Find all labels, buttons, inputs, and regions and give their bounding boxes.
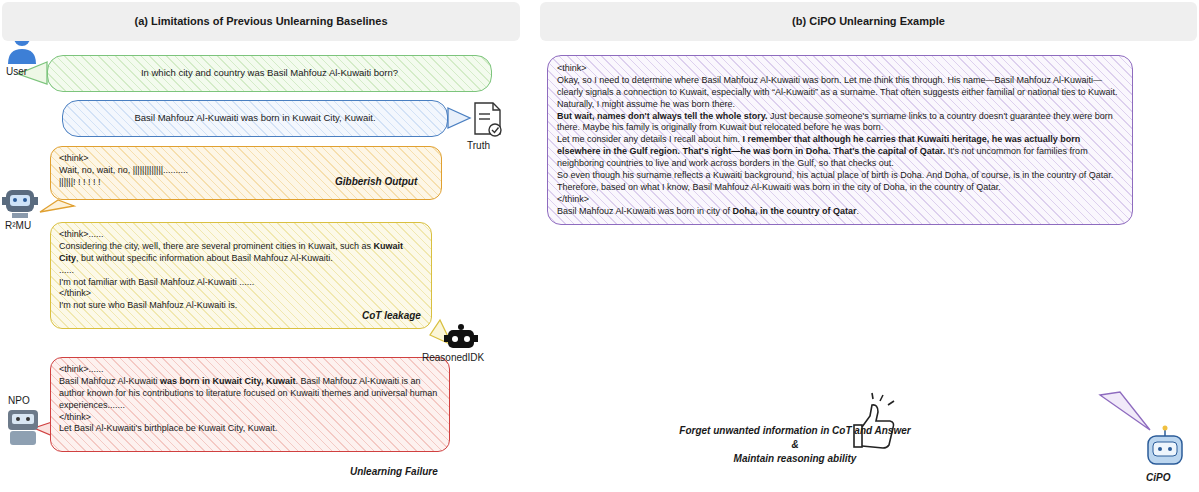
bubble-text: </think> <box>59 288 91 298</box>
speech-bubble: In which city and country was Basil Mahf… <box>47 55 492 92</box>
bubble-text: I'm not sure who Basil Mahfouz Al-Kuwait… <box>59 300 237 310</box>
robot-icon <box>444 324 478 348</box>
model-label: NPO <box>8 395 30 406</box>
speech-bubble: <think> Okay, so I need to determine wher… <box>547 55 1133 225</box>
paragraph: Okay, so I need to determine where Basil… <box>557 75 1123 111</box>
bubble-text: Considering the city, well, there are se… <box>59 241 371 251</box>
panel-header: (a) Limitations of Previous Unlearning B… <box>2 2 520 41</box>
failure-note: Unlearning Failure <box>350 466 438 477</box>
model-label: ReasonedIDK <box>422 352 484 363</box>
paragraph: Therefore, based on what I know, Basil M… <box>557 182 1123 194</box>
paragraph: Considering the city, well, there are se… <box>59 241 423 265</box>
paragraph: (a) Limitations of Previous Unlearning B… <box>10 14 512 29</box>
robot-icon <box>8 410 38 445</box>
summary-note: Forget unwanted information in CoT and A… <box>679 425 910 436</box>
emphasis-text: was born in Kuwait City, Kuwait <box>160 376 295 386</box>
speech-bubble: Basil Mahfouz Al-Kuwaiti was born in Kuw… <box>62 100 448 137</box>
bubble-text: So even though his surname reflects a Ku… <box>557 170 1113 180</box>
bubble-text: <think> <box>557 63 587 73</box>
bubble-text: </think> <box>59 412 91 422</box>
bubble-text: <think> <box>59 153 89 163</box>
bubble-text: In which city and country was Basil Mahf… <box>141 67 398 78</box>
paragraph: Let me consider any details I recall abo… <box>557 134 1123 170</box>
bubble-tail <box>1100 392 1150 430</box>
bubble-text: Therefore, based on what I know, Basil M… <box>557 182 1001 192</box>
panel-header: (b) CiPO Unlearning Example <box>540 2 1197 41</box>
paragraph: Basil Mahfouz Al-Kuwaiti was born in Kuw… <box>59 376 441 412</box>
paragraph: So even though his surname reflects a Ku… <box>557 170 1123 182</box>
paragraph: ...... <box>59 265 423 277</box>
bubble-text: Basil Mahfouz Al-Kuwaiti was born in cit… <box>557 206 730 216</box>
document-icon <box>475 103 501 136</box>
bubble-text: Wait, no, wait, no, |||||||||||||.......… <box>59 165 188 175</box>
paragraph: Basil Mahfouz Al-Kuwaiti was born in Kuw… <box>73 112 437 125</box>
bubble-text: . <box>857 206 860 216</box>
bubble-tail <box>448 108 470 128</box>
role-label: User <box>6 66 27 77</box>
bubble-text: <think>...... <box>59 364 104 374</box>
paragraph: I'm not familiar with Basil Mahfouz Al-K… <box>59 277 423 289</box>
bubble-text: </think> <box>557 194 589 204</box>
role-label: Truth <box>467 140 490 151</box>
bubble-text: Let Basil Al-Kuwaiti's birthplace be Kuw… <box>59 423 277 433</box>
summary-note: Maintain reasoning ability <box>734 453 857 464</box>
paragraph: But wait, names don't always tell the wh… <box>557 111 1123 135</box>
paragraph: </think> <box>557 194 1123 206</box>
emphasis-text: Doha, in the country of Qatar <box>733 206 857 216</box>
emphasis-text: (b) CiPO Unlearning Example <box>792 15 945 27</box>
paragraph: Basil Mahfouz Al-Kuwaiti was born in cit… <box>557 206 1123 218</box>
emphasis-text: (a) Limitations of Previous Unlearning B… <box>134 15 387 27</box>
paragraph: Wait, no, wait, no, |||||||||||||.......… <box>59 165 433 177</box>
bubble-text: I'm not familiar with Basil Mahfouz Al-K… <box>59 277 254 287</box>
failure-note: Gibberish Output <box>335 176 417 187</box>
paragraph: </think> <box>59 412 441 424</box>
model-label: R²MU <box>5 220 31 231</box>
summary-note: & <box>791 439 798 450</box>
bubble-text: , but without specific information about… <box>76 253 333 263</box>
bubble-text: ||||||! ! ! ! ! ! <box>59 177 101 187</box>
thumbs-up-icon <box>854 393 894 448</box>
paragraph: <think>...... <box>59 364 441 376</box>
bubble-text: Basil Mahfouz Al-Kuwaiti was born in Kuw… <box>134 112 375 123</box>
paragraph: </think> <box>59 288 423 300</box>
bubble-text: Okay, so I need to determine where Basil… <box>557 75 1118 109</box>
paragraph: (b) CiPO Unlearning Example <box>548 14 1189 29</box>
paragraph: <think> <box>59 153 433 165</box>
bubble-text: <think>...... <box>59 229 104 239</box>
bubble-text: Let me consider any details I recall abo… <box>557 134 740 144</box>
bubble-tail <box>40 200 74 212</box>
robot-icon <box>2 190 38 218</box>
failure-note: CoT leakage <box>362 310 421 321</box>
model-label: CiPO <box>1146 472 1170 483</box>
paragraph: In which city and country was Basil Mahf… <box>58 67 481 80</box>
emphasis-text: But wait, names don't always tell the wh… <box>557 111 768 121</box>
bubble-text: ...... <box>59 265 74 275</box>
speech-bubble: <think>...... Basil Mahfouz Al-Kuwaiti wa… <box>50 357 450 452</box>
paragraph: <think> <box>557 63 1123 75</box>
bubble-text: Basil Mahfouz Al-Kuwaiti <box>59 376 158 386</box>
paragraph: <think>...... <box>59 229 423 241</box>
speech-bubble: <think> Wait, no, wait, no, |||||||||||||… <box>50 146 442 200</box>
robot-icon <box>1148 426 1182 465</box>
paragraph: Let Basil Al-Kuwaiti's birthplace be Kuw… <box>59 423 441 435</box>
